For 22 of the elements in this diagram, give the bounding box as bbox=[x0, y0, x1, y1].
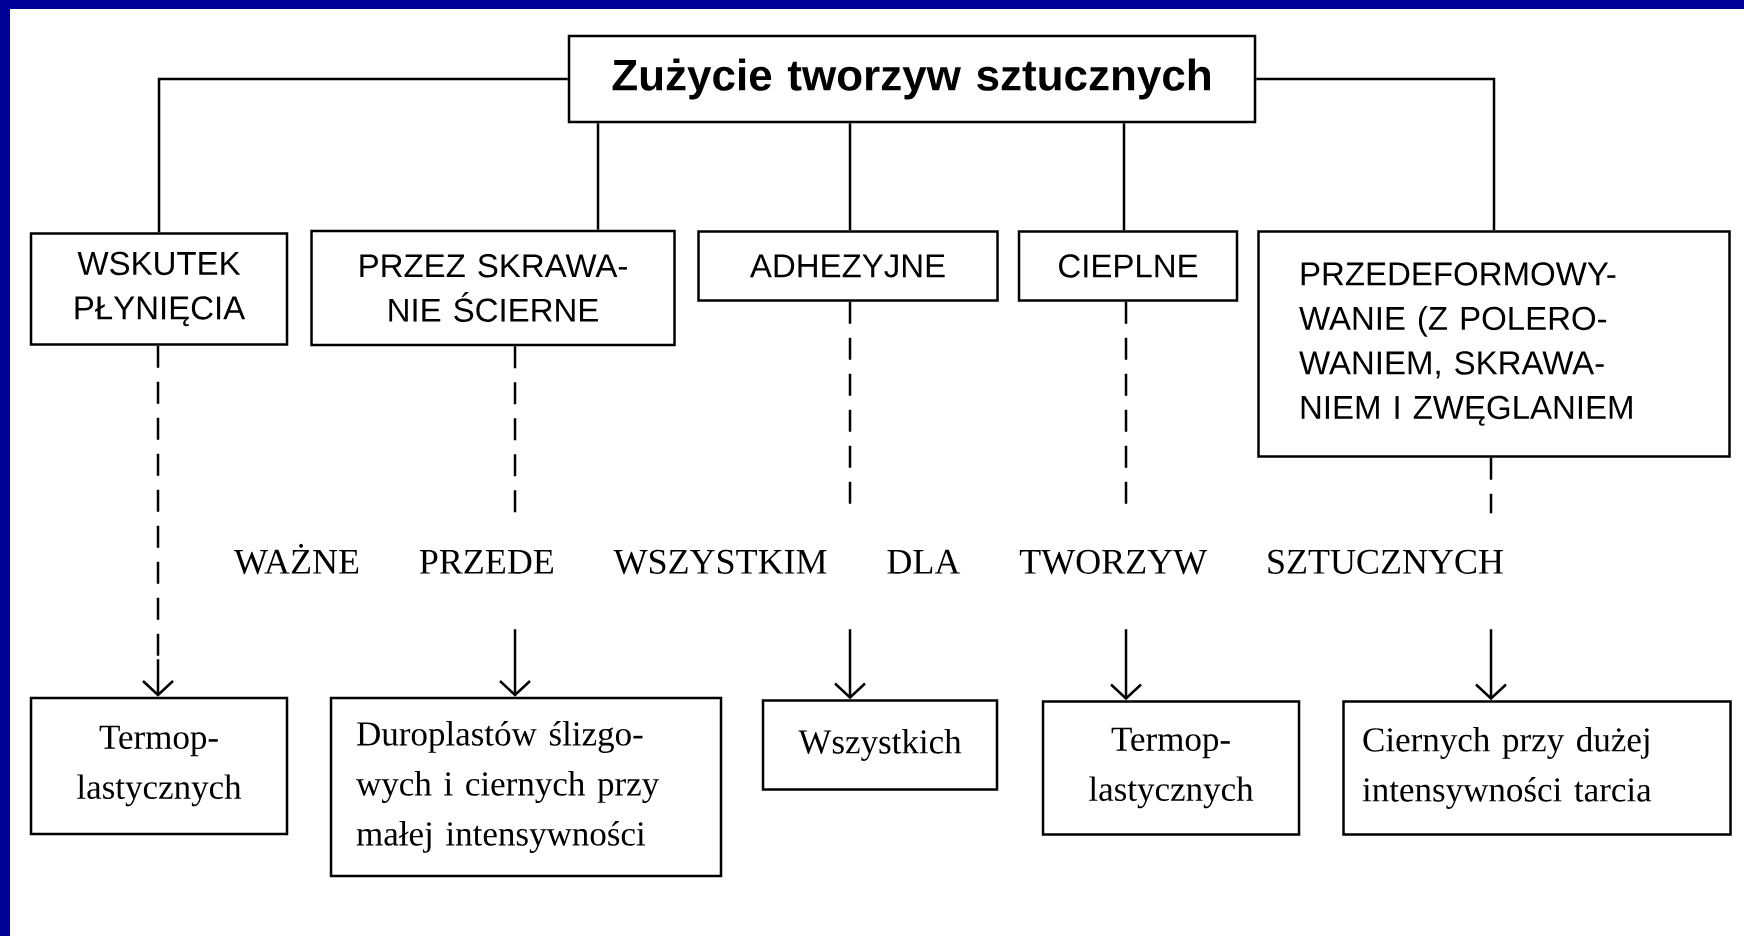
dashed-arrow bbox=[499, 346, 531, 697]
result-box: Wszystkich bbox=[761, 699, 999, 791]
category-box: PRZEDEFORMOWY- WANIE (Z POLERO- WANIEM, SKRAWA- NIEM I ZWĘGLANIEM bbox=[1257, 230, 1731, 458]
connector-line bbox=[1256, 77, 1496, 231]
connector-line bbox=[596, 123, 600, 230]
category-box: CIEPLNE bbox=[1017, 230, 1239, 302]
result-box: Termop- lastycznych bbox=[1041, 700, 1301, 836]
connector-line bbox=[1122, 123, 1126, 231]
connector-line bbox=[157, 77, 568, 233]
dashed-arrow bbox=[142, 345, 174, 697]
category-box: WSKUTEK PŁYNIĘCIA bbox=[29, 232, 289, 346]
dashed-arrow bbox=[1475, 457, 1507, 701]
note-text: WAŻNE PRZEDE WSZYSTKIM DLA TWORZYW SZTUCZNYCH bbox=[234, 543, 1503, 575]
connector-line bbox=[848, 123, 852, 231]
result-box: Termop- lastycznych bbox=[29, 696, 289, 836]
result-box: Ciernych przy dużej intensywności tarcia bbox=[1342, 700, 1732, 836]
title-box: Zużycie tworzyw sztucznych bbox=[567, 34, 1257, 124]
dashed-arrow bbox=[1110, 301, 1142, 701]
dashed-arrow bbox=[834, 301, 866, 700]
result-box: Duroplastów ślizgo- wych i ciernych przy małej intensywności bbox=[329, 696, 723, 878]
category-box: PRZEZ SKRAWA- NIE ŚCIERNE bbox=[310, 229, 676, 347]
category-box: ADHEZYJNE bbox=[697, 230, 999, 302]
